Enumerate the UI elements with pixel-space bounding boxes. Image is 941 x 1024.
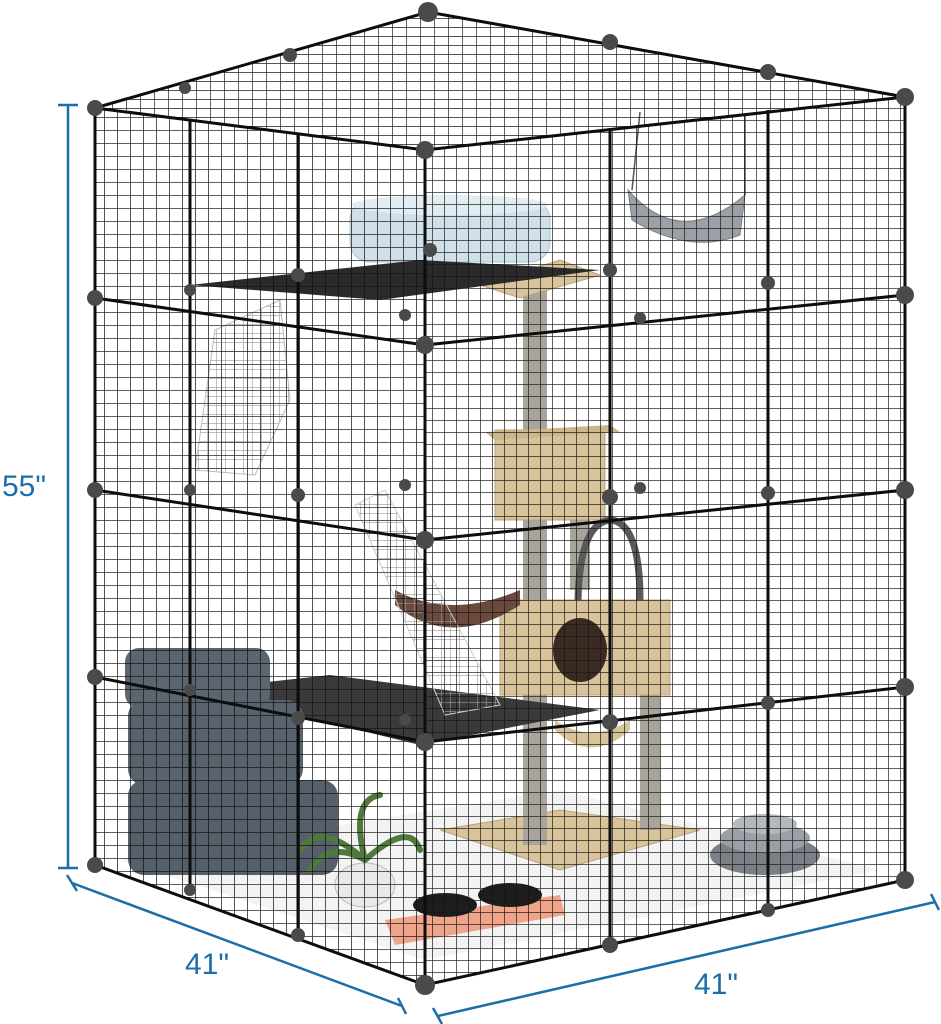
connectors (87, 2, 914, 995)
right-face-panels (425, 97, 905, 985)
depth-dimension-line (71, 881, 403, 1008)
left-face-panels (95, 108, 425, 985)
dimension-lines (58, 103, 941, 1024)
width-label: 41" (694, 968, 739, 1001)
depth-label: 41" (185, 948, 230, 981)
wire-panels (93, 10, 907, 987)
width-dimension-line (437, 900, 936, 1018)
top-panel (95, 12, 905, 150)
height-label: 55" (2, 470, 47, 503)
